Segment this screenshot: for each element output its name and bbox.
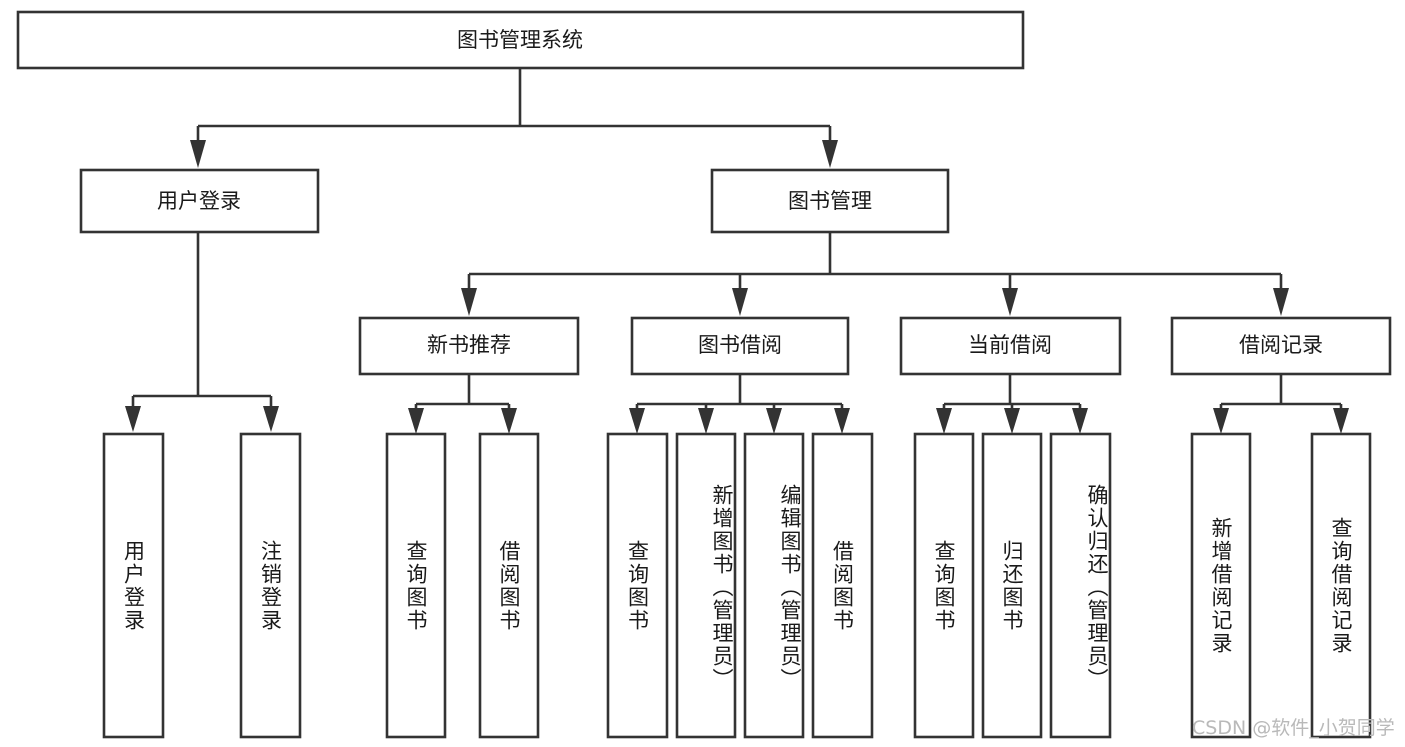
arrow-head-icon <box>1072 408 1088 434</box>
node-leaf-borrow-book-2-box[interactable] <box>811 432 874 739</box>
node-user-login-box[interactable] <box>79 168 320 234</box>
arrow-head-icon <box>461 288 477 316</box>
node-borrow-record[interactable]: 借阅记录 <box>1170 316 1392 376</box>
arrow-head-icon <box>1213 408 1229 434</box>
node-book-manage-box[interactable] <box>710 168 950 234</box>
arrow-head-icon <box>766 408 782 434</box>
arrow-head-icon <box>263 406 279 432</box>
node-new-book-recommend-label: 新书推荐 <box>427 333 511 357</box>
node-root-box[interactable] <box>16 10 1025 70</box>
node-new-book-recommend[interactable]: 新书推荐 <box>358 316 580 376</box>
node-current-borrow-label: 当前借阅 <box>968 333 1052 357</box>
arrow-head-icon <box>1002 288 1018 316</box>
arrow-head-icon <box>822 140 838 168</box>
node-leaf-add-record-box[interactable] <box>1190 432 1252 739</box>
connector-record-to-leaves <box>1213 374 1349 434</box>
node-book-borrow[interactable]: 图书借阅 <box>630 316 850 376</box>
node-book-manage-label: 图书管理 <box>788 189 872 213</box>
node-leaf-add-book-box[interactable] <box>675 432 737 739</box>
arrow-head-icon <box>501 408 517 434</box>
arrow-head-icon <box>408 408 424 434</box>
node-borrow-record-box[interactable] <box>1170 316 1392 376</box>
connector-current-to-leaves <box>936 374 1088 434</box>
connector-borrow-to-leaves <box>629 374 850 434</box>
node-current-borrow[interactable]: 当前借阅 <box>899 316 1122 376</box>
node-leaf-query-book-1-box[interactable] <box>385 432 447 739</box>
node-leaf-edit-book-box[interactable] <box>743 432 805 739</box>
node-leaf-query-book-3-box[interactable] <box>913 432 975 739</box>
connector-userlogin-to-leaves <box>125 232 279 432</box>
node-borrow-record-label: 借阅记录 <box>1239 333 1323 357</box>
connector-recommend-to-leaves <box>408 374 517 434</box>
node-leaf-user-logout-box[interactable] <box>239 432 302 739</box>
connector-bookmanage-to-level3 <box>461 232 1289 316</box>
connector-root-to-level2 <box>190 68 838 168</box>
arrow-head-icon <box>1273 288 1289 316</box>
node-root[interactable]: 图书管理系统 <box>16 10 1025 70</box>
arrow-head-icon <box>698 408 714 434</box>
arrow-head-icon <box>629 408 645 434</box>
arrow-head-icon <box>1004 408 1020 434</box>
arrow-head-icon <box>1333 408 1349 434</box>
arrow-head-icon <box>834 408 850 434</box>
node-book-borrow-box[interactable] <box>630 316 850 376</box>
node-leaf-return-book-box[interactable] <box>981 432 1043 739</box>
node-current-borrow-box[interactable] <box>899 316 1122 376</box>
arrow-head-icon <box>732 288 748 316</box>
node-book-borrow-label: 图书借阅 <box>698 333 782 357</box>
arrow-head-icon <box>125 406 141 432</box>
arrow-head-icon <box>936 408 952 434</box>
node-leaf-query-book-2-box[interactable] <box>606 432 669 739</box>
node-book-manage[interactable]: 图书管理 <box>710 168 950 234</box>
node-leaf-user-login-box[interactable] <box>102 432 165 739</box>
node-leaf-query-record-box[interactable] <box>1310 432 1372 739</box>
node-leaf-borrow-book-1-box[interactable] <box>478 432 540 739</box>
node-leaf-confirm-return-box[interactable] <box>1049 432 1112 739</box>
csdn-watermark: CSDN @软件_小贺同学 <box>1192 717 1395 739</box>
node-new-book-recommend-box[interactable] <box>358 316 580 376</box>
node-root-label: 图书管理系统 <box>457 28 583 52</box>
arrow-head-icon <box>190 140 206 168</box>
node-user-login-label: 用户登录 <box>157 189 241 213</box>
node-user-login[interactable]: 用户登录 <box>79 168 320 234</box>
